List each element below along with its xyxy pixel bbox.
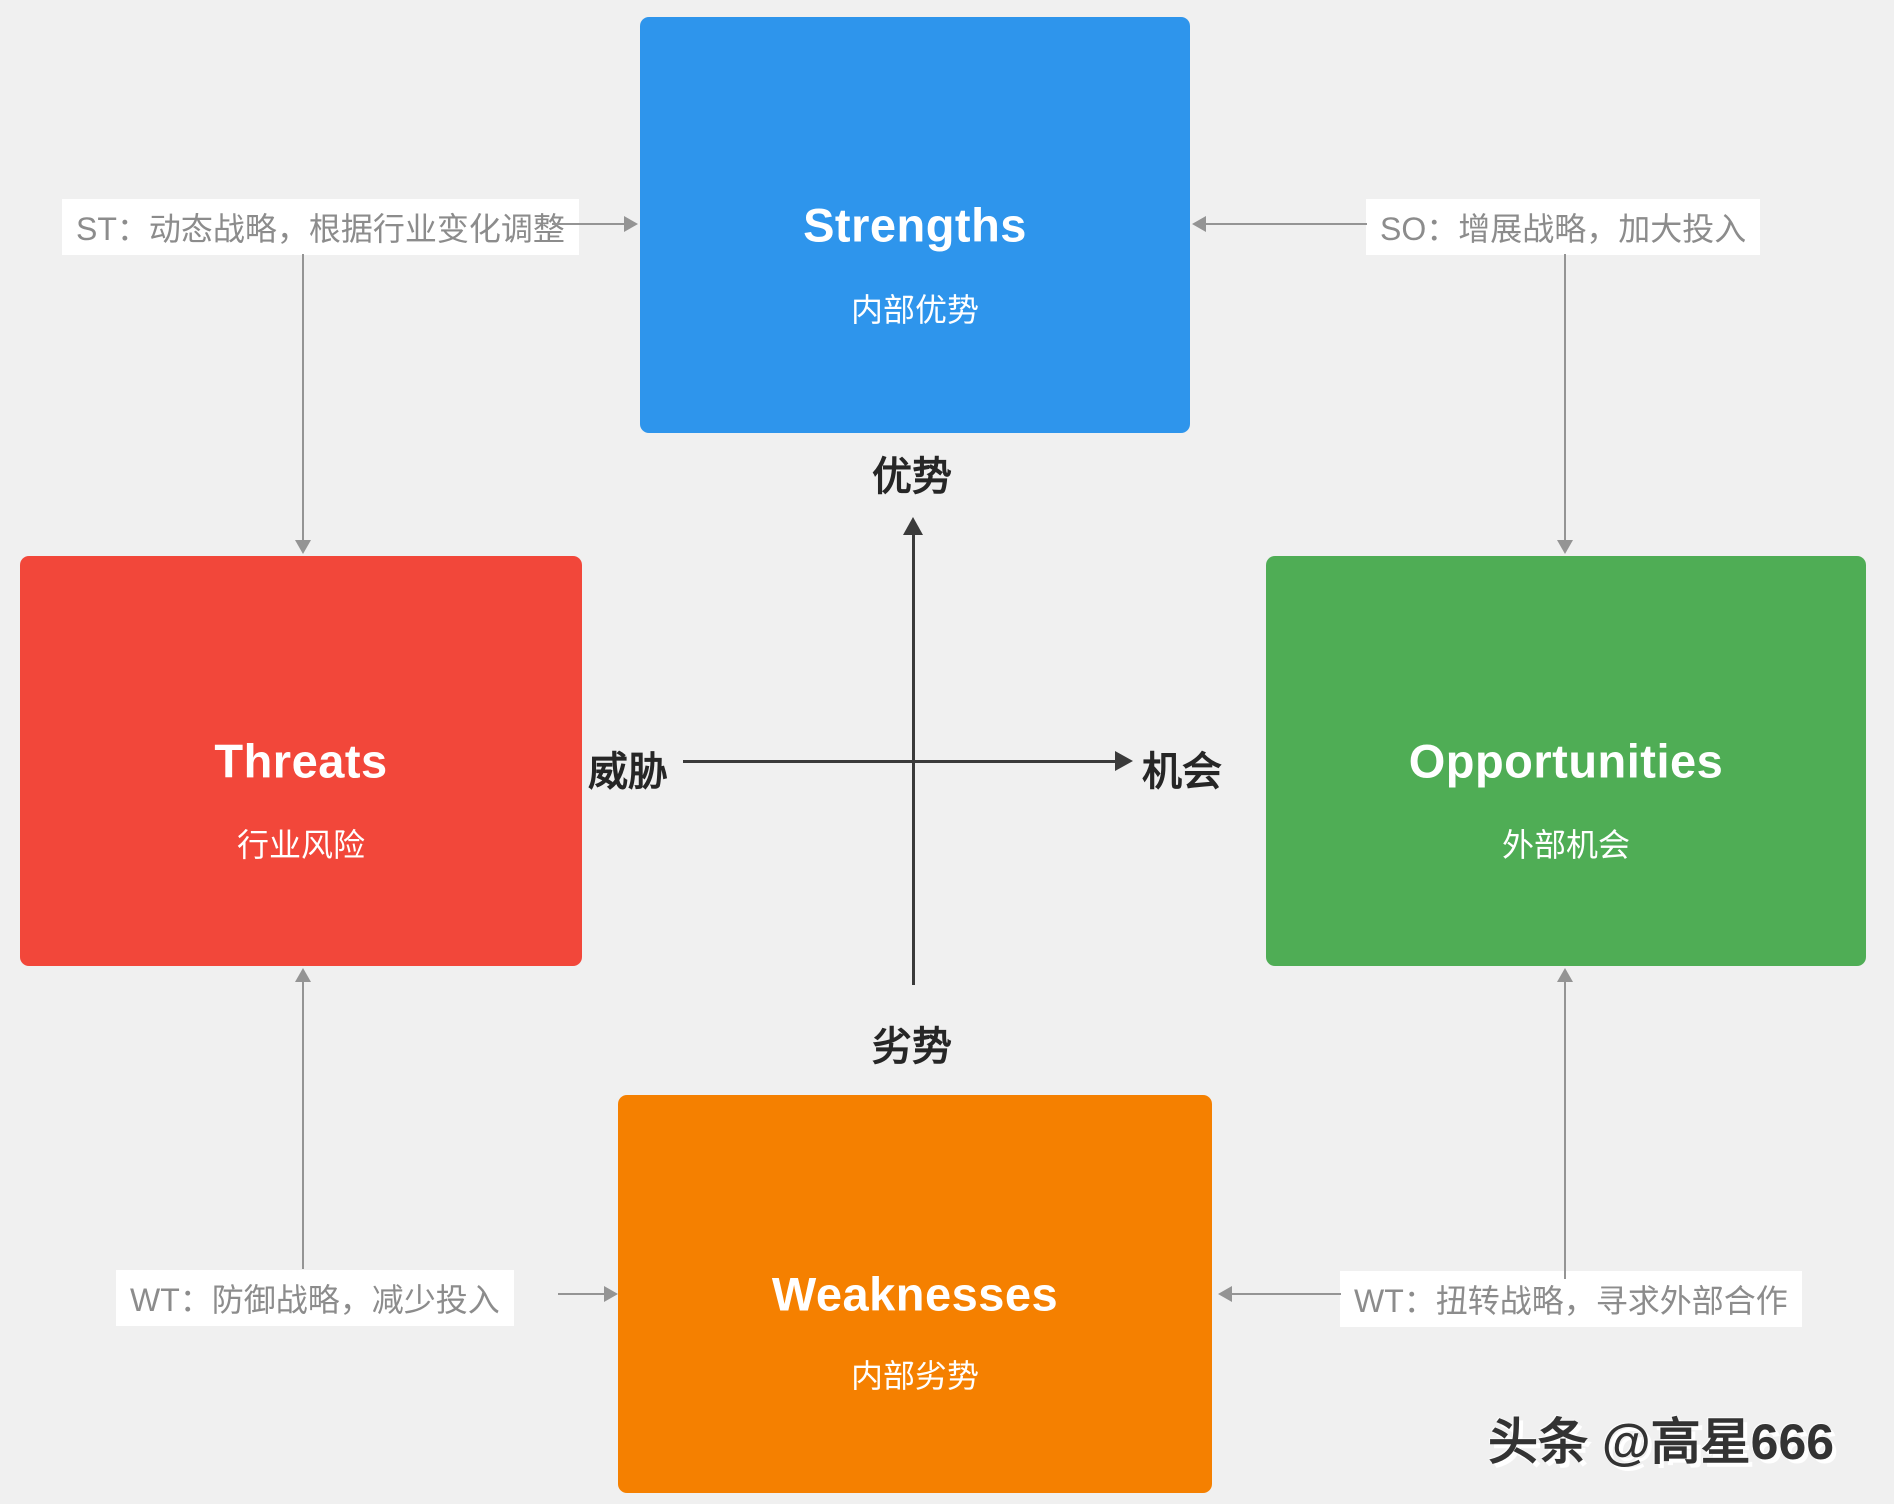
wt-to-weaknesses-left-arrow-line — [558, 1293, 606, 1295]
wt-to-weaknesses-right-arrowhead-icon — [1218, 1286, 1232, 1302]
strengths-title: Strengths — [803, 198, 1027, 252]
threats-title: Threats — [214, 734, 388, 788]
st-annotation-label: ST：动态战略，根据行业变化调整 — [62, 199, 579, 255]
axis-up-arrowhead-icon — [903, 517, 923, 535]
weaknesses-title: Weaknesses — [771, 1267, 1059, 1321]
st-to-strengths-arrow-line — [552, 223, 626, 225]
weaknesses-subtitle: 内部劣势 — [850, 1357, 979, 1394]
strengths-box: Strengths 内部优势 — [640, 17, 1190, 433]
axis-vertical-line — [912, 534, 915, 985]
axis-label-bottom: 劣势 — [872, 1025, 952, 1069]
st-to-threats-arrow-line — [302, 254, 304, 540]
opportunities-title: Opportunities — [1408, 734, 1724, 788]
weaknesses-box: Weaknesses 内部劣势 — [618, 1095, 1212, 1493]
opportunities-box: Opportunities 外部机会 — [1266, 556, 1866, 966]
so-annotation-label: SO：增展战略，加大投入 — [1366, 199, 1761, 255]
wt-to-opportunities-arrow-line — [1564, 981, 1566, 1279]
so-to-strengths-arrow-line — [1205, 223, 1367, 225]
wt-to-weaknesses-right-arrow-line — [1231, 1293, 1341, 1295]
so-to-opportunities-arrowhead-icon — [1557, 540, 1573, 554]
axis-label-left: 威胁 — [588, 750, 668, 794]
wt-right-annotation-label: WT：扭转战略，寻求外部合作 — [1340, 1271, 1802, 1327]
st-to-threats-arrowhead-icon — [295, 540, 311, 554]
so-to-strengths-arrowhead-icon — [1192, 216, 1206, 232]
wt-left-annotation-label: WT：防御战略，减少投入 — [116, 1270, 514, 1326]
wt-to-opportunities-arrowhead-icon — [1557, 968, 1573, 982]
threats-subtitle: 行业风险 — [236, 827, 365, 863]
so-to-opportunities-arrow-line — [1564, 254, 1566, 540]
axis-horizontal-line — [683, 760, 1117, 763]
strengths-subtitle: 内部优势 — [850, 292, 979, 329]
threats-box: Threats 行业风险 — [20, 556, 582, 966]
opportunities-subtitle: 外部机会 — [1501, 827, 1630, 863]
axis-right-arrowhead-icon — [1115, 751, 1133, 771]
wt-to-threats-arrow-line — [302, 981, 304, 1269]
watermark: 头条 @高星666 — [1488, 1414, 1835, 1470]
axis-label-top: 优势 — [872, 455, 952, 499]
st-to-strengths-arrowhead-icon — [624, 216, 638, 232]
wt-to-threats-arrowhead-icon — [295, 968, 311, 982]
wt-to-weaknesses-left-arrowhead-icon — [604, 1286, 618, 1302]
axis-label-right: 机会 — [1142, 750, 1222, 794]
